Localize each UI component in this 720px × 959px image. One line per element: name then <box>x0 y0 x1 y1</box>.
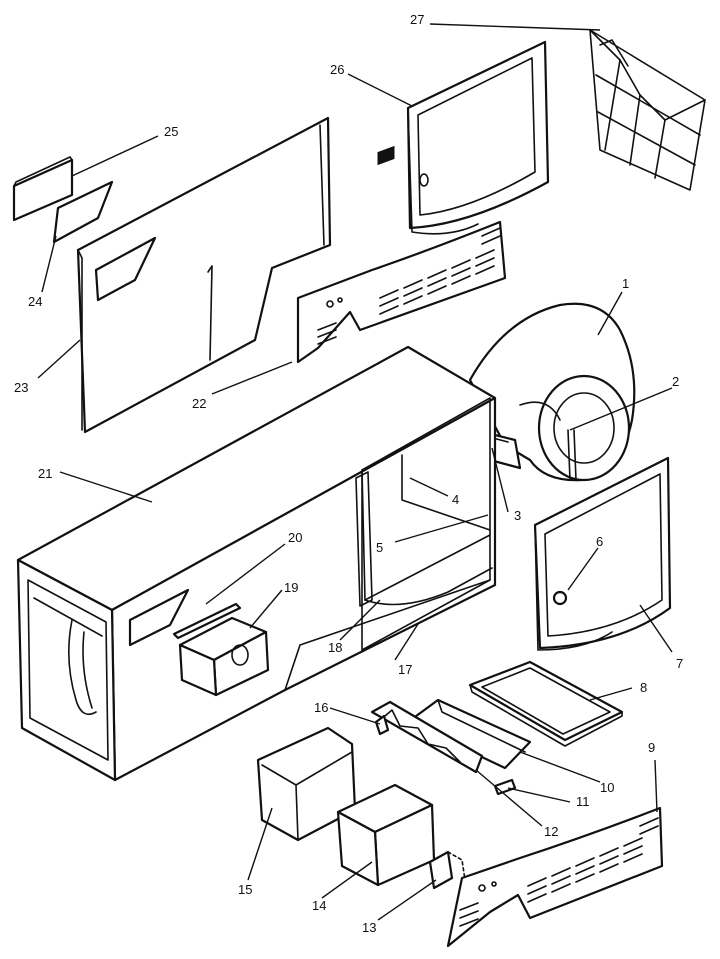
label-4: 4 <box>452 492 459 507</box>
part-16-clip <box>374 714 390 736</box>
label-15: 15 <box>238 882 252 897</box>
label-22: 22 <box>192 396 206 411</box>
callout-labels: 1 2 3 4 5 6 7 8 9 10 11 12 13 14 15 16 1… <box>14 12 683 935</box>
label-25: 25 <box>164 124 178 139</box>
part-19-control-box <box>178 616 270 697</box>
label-7: 7 <box>676 656 683 671</box>
label-8: 8 <box>640 680 647 695</box>
part-27-filter-grid <box>589 29 706 191</box>
label-13: 13 <box>362 920 376 935</box>
part-23-side-panel <box>76 116 332 434</box>
part-8-tray <box>468 660 624 747</box>
label-1: 1 <box>622 276 629 291</box>
part-9-lower-louver-panel <box>446 806 664 948</box>
part-24-plate <box>52 180 114 244</box>
label-21: 21 <box>38 466 52 481</box>
label-19: 19 <box>284 580 298 595</box>
label-23: 23 <box>14 380 28 395</box>
label-17: 17 <box>398 662 412 677</box>
label-18: 18 <box>328 640 342 655</box>
part-22-upper-louver-panel <box>296 145 507 364</box>
label-11: 11 <box>576 794 590 809</box>
label-3: 3 <box>514 508 521 523</box>
part-14-box <box>336 783 436 887</box>
label-6: 6 <box>596 534 603 549</box>
part-20-strip <box>172 602 242 640</box>
part-26-upper-door <box>406 40 550 235</box>
label-16: 16 <box>314 700 328 715</box>
part-6-knob <box>552 590 568 606</box>
label-10: 10 <box>600 780 614 795</box>
part-7-right-door <box>533 456 672 651</box>
label-26: 26 <box>330 62 344 77</box>
label-5: 5 <box>376 540 383 555</box>
label-20: 20 <box>288 530 302 545</box>
label-9: 9 <box>648 740 655 755</box>
part-12-channel <box>370 700 484 774</box>
label-24: 24 <box>28 294 42 309</box>
part-13-bracket <box>428 850 466 890</box>
label-14: 14 <box>312 898 326 913</box>
label-27: 27 <box>410 12 424 27</box>
leader-lines <box>37 23 673 921</box>
part-1-blower-housing <box>468 302 636 482</box>
part-25-strip <box>12 156 74 222</box>
label-2: 2 <box>672 374 679 389</box>
label-12: 12 <box>544 824 558 839</box>
part-11-clip <box>493 778 517 796</box>
